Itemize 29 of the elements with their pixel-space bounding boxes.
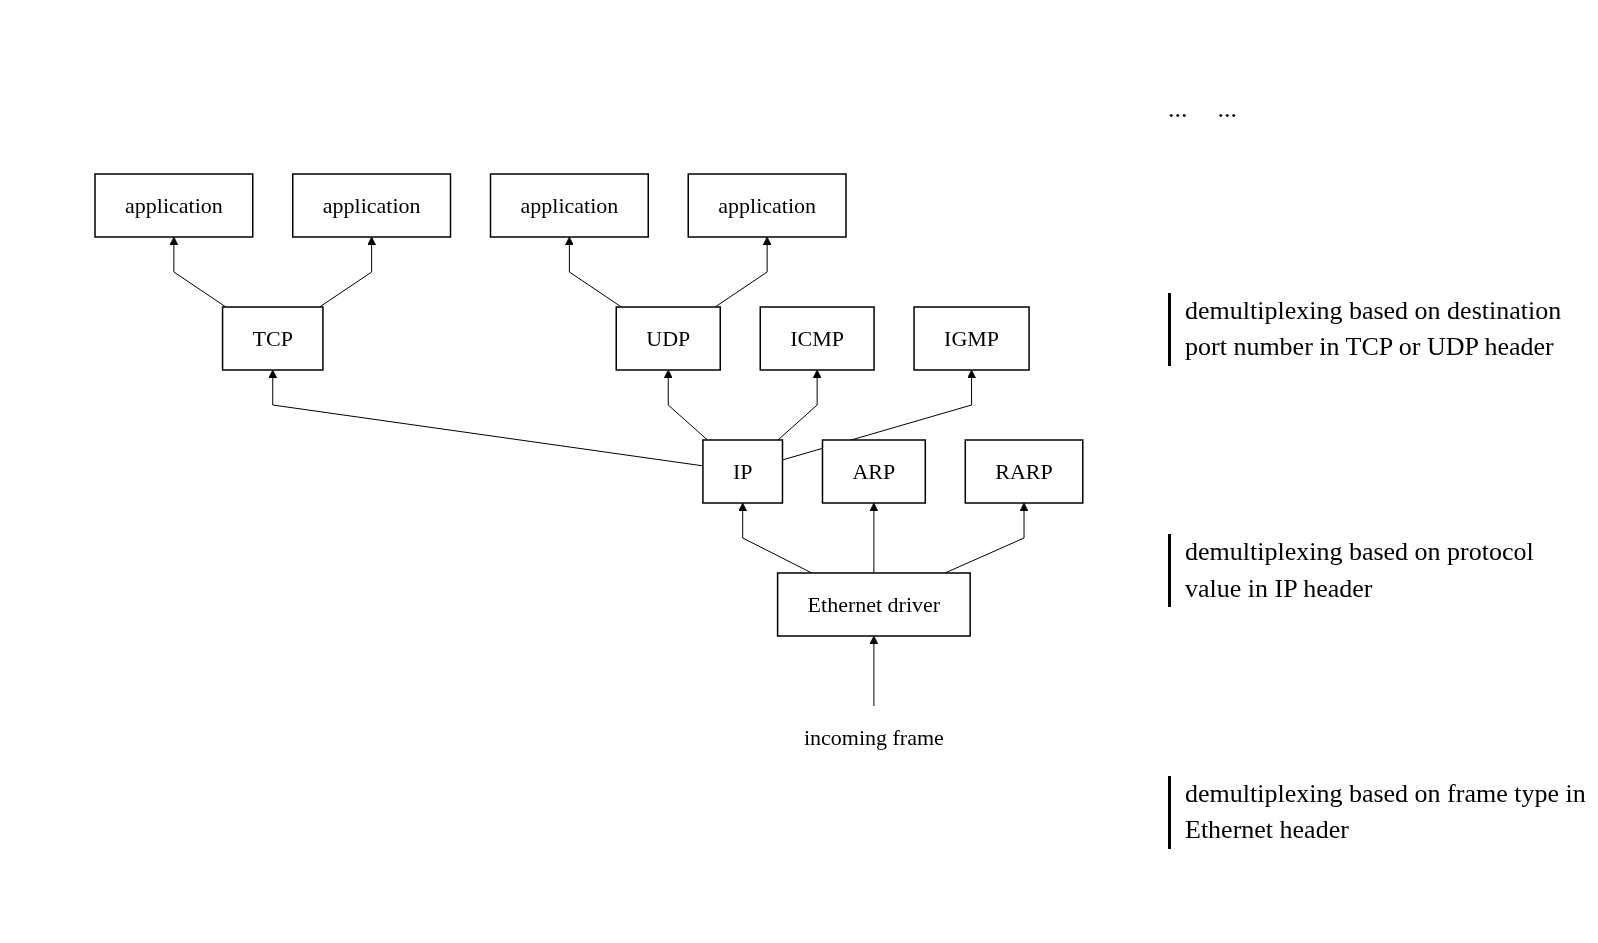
ellipsis: ... — [1217, 94, 1237, 125]
node-box: UDP — [615, 306, 722, 371]
arrow — [944, 502, 1029, 574]
node-box: ARP — [821, 439, 927, 504]
arrow — [319, 236, 377, 308]
node-box: IGMP — [913, 306, 1030, 371]
annotation-note: demultiplexing based on protocol value in IP header — [1168, 534, 1588, 608]
node-box: application — [489, 173, 650, 238]
arrow — [714, 236, 772, 308]
node-box: Ethernet driver — [776, 572, 971, 637]
node-text: incoming frame — [804, 725, 944, 750]
arrow — [869, 502, 879, 574]
node-box: application — [292, 173, 452, 238]
arrow — [268, 369, 704, 467]
arrow — [663, 369, 709, 441]
ellipsis: ... — [1168, 94, 1188, 125]
node-box: ICMP — [759, 306, 875, 371]
arrow — [738, 502, 813, 574]
node-box: application — [687, 173, 847, 238]
arrow — [169, 236, 227, 308]
arrow — [869, 635, 879, 707]
node-box: application — [94, 173, 254, 238]
node-box: RARP — [964, 439, 1084, 504]
arrow — [565, 236, 622, 308]
annotation-note: demultiplexing based on frame type in Ethernet header — [1168, 775, 1588, 849]
node-box: IP — [702, 439, 784, 504]
node-box: TCP — [221, 306, 324, 371]
arrow — [777, 369, 822, 441]
annotation-note: demultiplexing based on destination port number in TCP or UDP header — [1168, 293, 1588, 366]
